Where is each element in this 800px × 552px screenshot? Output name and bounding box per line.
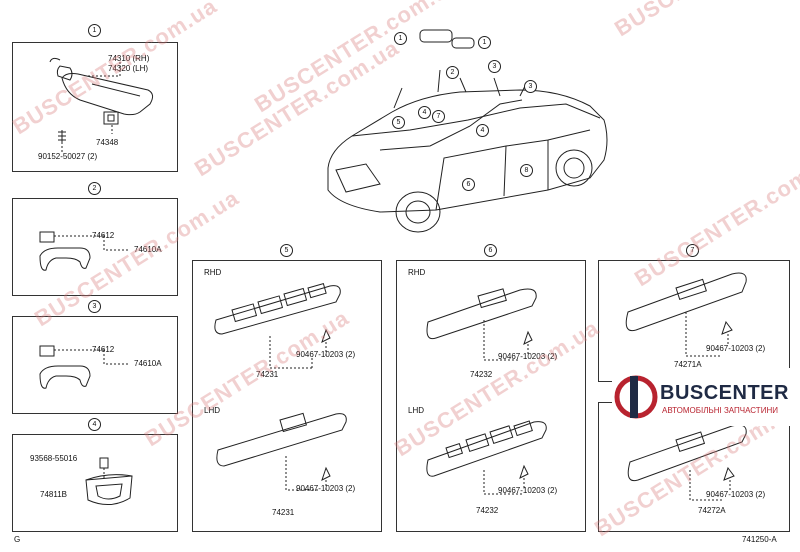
part-number: 74231 bbox=[256, 370, 279, 379]
lhd-label: LHD bbox=[408, 406, 425, 415]
switch-6-lhd-drawing bbox=[426, 420, 547, 495]
car-callout: 7 bbox=[432, 110, 445, 123]
car-callout: 3 bbox=[524, 80, 537, 93]
car-callout: 3 bbox=[488, 60, 501, 73]
buscenter-logo: BUSCENTER АВТОМОБІЛЬНІ ЗАПЧАСТИНИ bbox=[612, 368, 800, 426]
panel-2 bbox=[12, 198, 178, 296]
part-number: 74232 bbox=[476, 506, 499, 515]
panel-1 bbox=[12, 42, 178, 172]
switch-6-rhd-drawing bbox=[426, 288, 537, 361]
panel-1-callout: 1 bbox=[88, 24, 101, 37]
car-callout: 4 bbox=[418, 106, 431, 119]
footer-figure-number: 741250-A bbox=[742, 535, 777, 544]
part-number: 90467-10203 (2) bbox=[498, 486, 558, 495]
panel-3 bbox=[12, 316, 178, 414]
car-callout: 1 bbox=[478, 36, 491, 49]
panel-7-callout: 7 bbox=[686, 244, 699, 257]
logo-name: BUSCENTER bbox=[660, 382, 789, 404]
part-number: 74612 bbox=[92, 231, 115, 240]
part-number: 74612 bbox=[92, 345, 115, 354]
part-number: 90152-50027 (2) bbox=[38, 152, 98, 161]
car-drawing bbox=[327, 29, 608, 233]
switch-5-lhd-drawing bbox=[216, 412, 347, 491]
car-callout: 1 bbox=[394, 32, 407, 45]
part-number: 74320 (LH) bbox=[108, 64, 149, 73]
part-number: 90467-10203 (2) bbox=[296, 350, 356, 359]
panel-4 bbox=[12, 434, 178, 532]
switch-7-drawing bbox=[625, 272, 747, 357]
assist-grip-2-drawing bbox=[39, 231, 130, 271]
switch-5-rhd-drawing bbox=[214, 282, 341, 369]
car-callout: 4 bbox=[476, 124, 489, 137]
panel-6 bbox=[396, 260, 586, 532]
logo-mark-icon bbox=[614, 375, 658, 419]
panel-5-callout: 5 bbox=[280, 244, 293, 257]
part-number: 90467-10203 (2) bbox=[498, 352, 558, 361]
rhd-label: RHD bbox=[408, 268, 426, 277]
part-number: 74310 (RH) bbox=[108, 54, 150, 63]
part-number: 74231 bbox=[272, 508, 295, 517]
part-number: 90467-10203 (2) bbox=[296, 484, 356, 493]
part-number: 90467-10203 (2) bbox=[706, 490, 766, 499]
car-callout: 2 bbox=[446, 66, 459, 79]
car-callout: 6 bbox=[462, 178, 475, 191]
part-number: 74348 bbox=[96, 138, 119, 147]
assist-grip-3-drawing bbox=[39, 345, 130, 389]
part-number: 74232 bbox=[470, 370, 493, 379]
panel-2-callout: 2 bbox=[88, 182, 101, 195]
part-number: 74610A bbox=[134, 359, 162, 368]
logo-tagline: АВТОМОБІЛЬНІ ЗАПЧАСТИНИ bbox=[662, 406, 778, 415]
panel-4-callout: 4 bbox=[88, 418, 101, 431]
rhd-label: RHD bbox=[204, 268, 222, 277]
footer-left-code: G bbox=[14, 535, 21, 544]
part-number: 74610A bbox=[134, 245, 162, 254]
panel-7 bbox=[598, 260, 790, 382]
part-number: 74271A bbox=[674, 360, 702, 369]
part-number: 90467-10203 (2) bbox=[706, 344, 766, 353]
lhd-label: LHD bbox=[204, 406, 221, 415]
panel-6-callout: 6 bbox=[484, 244, 497, 257]
car-callout: 5 bbox=[392, 116, 405, 129]
panel-3-callout: 3 bbox=[88, 300, 101, 313]
part-number: 93568-55016 bbox=[30, 454, 78, 463]
part-number: 74272A bbox=[698, 506, 726, 515]
part-number: 74811B bbox=[40, 490, 67, 499]
sun-visor-drawing bbox=[49, 57, 154, 152]
car-callout: 8 bbox=[520, 164, 533, 177]
holder-drawing bbox=[85, 457, 133, 505]
